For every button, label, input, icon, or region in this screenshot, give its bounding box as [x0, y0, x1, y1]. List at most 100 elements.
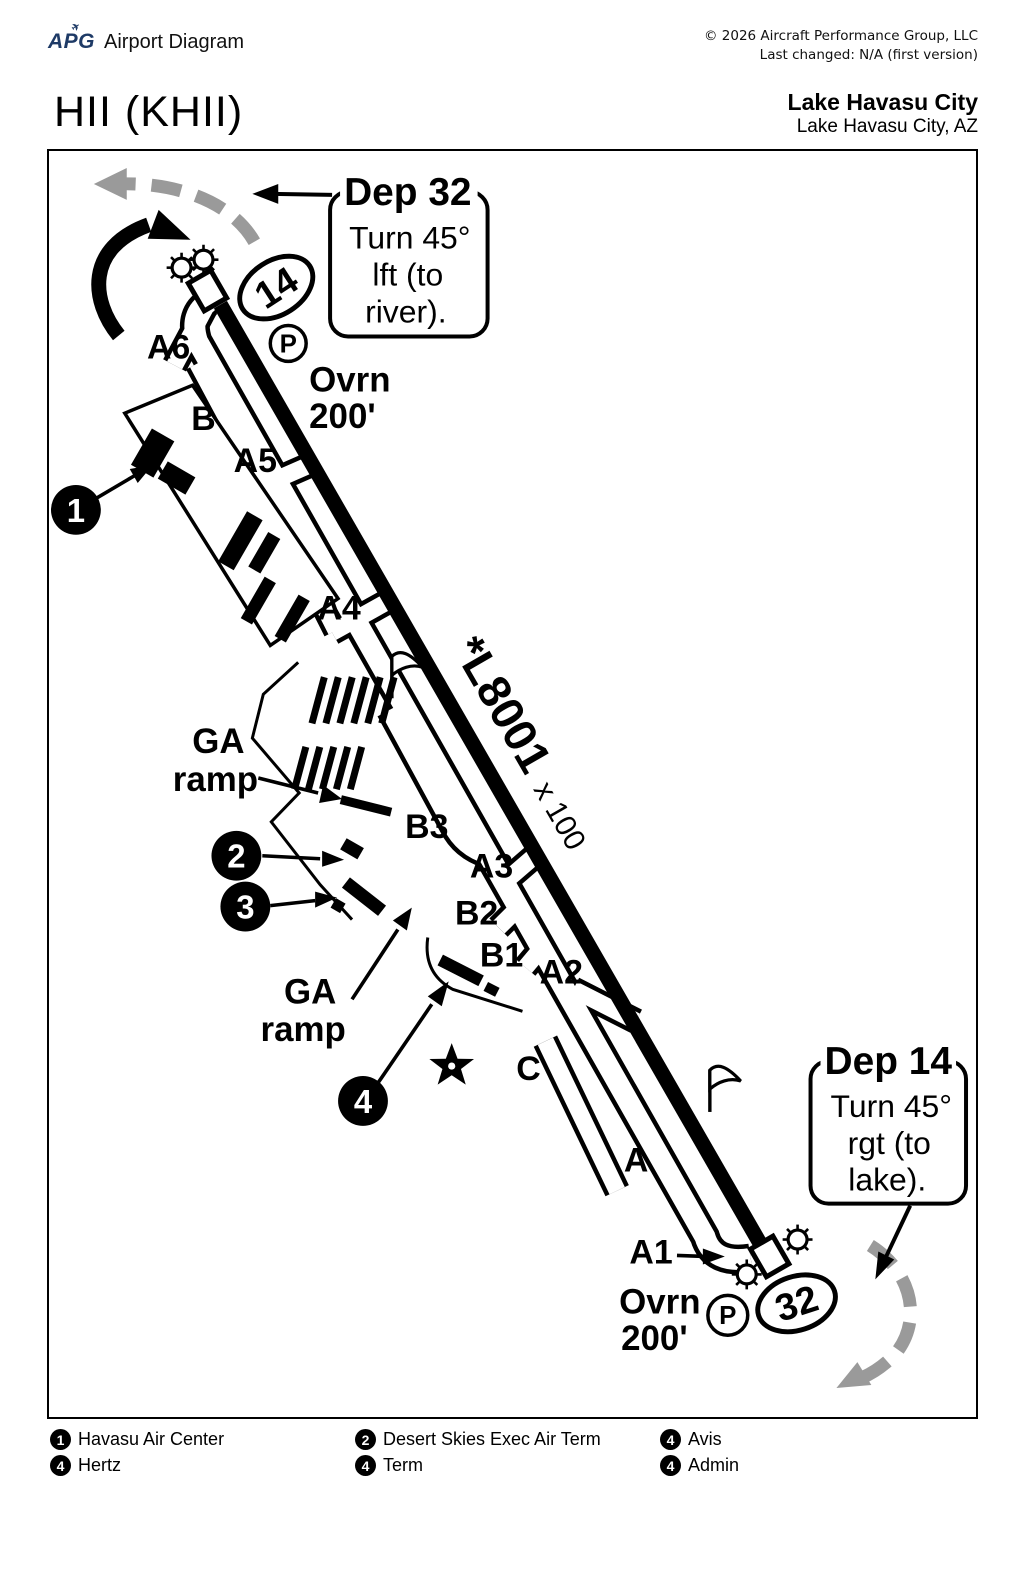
- dep-32-note: Dep 32 Turn 45° lft (to river).: [252, 169, 490, 339]
- pattern-arrow-top: [93, 167, 260, 246]
- legend-item-term: 4 Term: [355, 1455, 423, 1476]
- svg-text:Ovrn: Ovrn: [619, 1282, 700, 1321]
- svg-text:GA: GA: [192, 722, 244, 761]
- svg-text:Dep 32: Dep 32: [344, 171, 471, 214]
- pattern-entry-arrow: [91, 209, 191, 341]
- legend-label: Term: [383, 1455, 423, 1475]
- legend-label: Havasu Air Center: [78, 1429, 225, 1449]
- header: APG✈ Airport Diagram: [48, 20, 245, 54]
- svg-text:river).: river).: [365, 293, 446, 329]
- taxiway-label-a2: A2: [540, 953, 583, 991]
- overrun-label-32: Ovrn 200': [619, 1282, 700, 1358]
- runway-32-oval: 32: [755, 1272, 838, 1335]
- runway-threshold-14: [184, 266, 231, 315]
- buildings: [130, 428, 500, 997]
- beacon-star-icon: [429, 1043, 475, 1085]
- svg-text:Ovrn: Ovrn: [309, 360, 390, 399]
- legend-item-havasu-air-center: 1 Havasu Air Center: [50, 1429, 224, 1450]
- svg-text:2: 2: [227, 838, 245, 875]
- taxiway-label-c: C: [516, 1050, 540, 1088]
- marker-3: 3: [220, 881, 338, 932]
- svg-text:200': 200': [309, 397, 375, 436]
- taxiway-label-b1: B1: [480, 936, 523, 974]
- svg-text:200': 200': [621, 1319, 687, 1358]
- svg-text:P: P: [280, 330, 297, 358]
- ga-ramp-label-lower: GA ramp: [261, 907, 412, 1049]
- overrun-label-14: Ovrn 200': [309, 360, 390, 436]
- pattern-arrowhead-top: [93, 167, 127, 200]
- windsock-flag-icon: [708, 1064, 743, 1114]
- taxiway-labels: A6 B A5 A4 B3 A3 B2 B1 A2 C A A1: [147, 328, 673, 1271]
- svg-text:4: 4: [354, 1083, 373, 1120]
- svg-text:rgt (to: rgt (to: [848, 1125, 931, 1161]
- taxiway-label-a4: A4: [317, 590, 360, 628]
- marker-2: 2: [211, 830, 345, 881]
- legend-marker-4: 4: [355, 1455, 376, 1476]
- legend-marker-1: 1: [50, 1429, 71, 1450]
- light-symbol-icon: [730, 1257, 764, 1291]
- svg-text:ramp: ramp: [173, 760, 258, 799]
- diagram-frame: 14 32 P P *L8001 x 100 Ovrn 200' Ovrn 20…: [47, 149, 978, 1419]
- ga-ramp-outline: [250, 661, 354, 921]
- svg-text:Dep 14: Dep 14: [825, 1040, 953, 1083]
- dep-14-arrowhead: [875, 1251, 895, 1280]
- taxiway-label-b3: B3: [405, 808, 448, 846]
- legend-label: Hertz: [78, 1455, 122, 1475]
- svg-text:Turn 45°: Turn 45°: [831, 1088, 952, 1124]
- parking-symbol-top: P: [268, 323, 308, 364]
- pattern-arrow-bottom: [836, 1240, 917, 1389]
- legend-item-hertz: 4 Hertz: [50, 1455, 121, 1476]
- product-title: Airport Diagram: [104, 31, 245, 53]
- runway-threshold-32: [747, 1232, 793, 1281]
- taxiway-label-a: A: [624, 1142, 648, 1180]
- light-symbol-icon: [186, 243, 221, 277]
- airport-city-state: Lake Havasu City, AZ: [796, 116, 978, 137]
- ga-ramp-label-upper: GA ramp: [173, 722, 343, 803]
- legend-marker-2: 2: [355, 1429, 376, 1450]
- legend-item-admin: 4 Admin: [660, 1455, 739, 1476]
- taxiway-label-a6: A6: [147, 328, 190, 366]
- svg-text:GA: GA: [284, 972, 336, 1011]
- copyright-line: © 2026 Aircraft Performance Group, LLC: [703, 28, 978, 44]
- apg-logo: APG✈: [48, 20, 96, 53]
- parking-symbol-bottom: P: [706, 1293, 750, 1337]
- pattern-arrowhead-bottom: [836, 1362, 872, 1389]
- svg-text:lake).: lake).: [848, 1162, 926, 1198]
- airport-name: Lake Havasu City: [787, 89, 978, 115]
- a1-pointer: [676, 1248, 725, 1265]
- dep-32-arrowhead: [252, 183, 279, 204]
- taxiway-label-a5: A5: [234, 442, 277, 480]
- legend-marker-4: 4: [660, 1455, 681, 1476]
- terminal-ramp-outline: [425, 937, 523, 1013]
- main-apron-outline: [122, 383, 341, 648]
- airport-diagram-svg: 14 32 P P *L8001 x 100 Ovrn 200' Ovrn 20…: [50, 167, 969, 1389]
- runway-14-oval: 14: [237, 253, 316, 322]
- dep-14-note: Dep 14 Turn 45° rgt (to lake).: [808, 1039, 969, 1280]
- legend-marker-4: 4: [660, 1429, 681, 1450]
- light-symbol-icon: [165, 251, 199, 285]
- airport-name-block: Lake Havasu City Lake Havasu City, AZ: [788, 89, 978, 138]
- airport-identifier: HII (KHII): [54, 88, 244, 136]
- legend-label: Avis: [688, 1429, 722, 1449]
- svg-text:3: 3: [236, 889, 254, 926]
- svg-text:1: 1: [67, 492, 85, 529]
- marker-4: 4: [338, 981, 449, 1126]
- marker-1: 1: [50, 465, 153, 535]
- taxiway-label-b2: B2: [455, 895, 498, 933]
- last-changed-line: Last changed: N/A (first version): [759, 47, 978, 63]
- ga-ramp-pointer-upper: [319, 784, 343, 803]
- legend-marker-4: 4: [50, 1455, 71, 1476]
- legend-item-avis: 4 Avis: [660, 1429, 722, 1450]
- taxiway-label-a1: A1: [629, 1233, 672, 1271]
- legend-item-desert-skies: 2 Desert Skies Exec Air Term: [355, 1429, 601, 1450]
- svg-text:ramp: ramp: [261, 1010, 346, 1049]
- copyright-block: © 2026 Aircraft Performance Group, LLC L…: [704, 27, 978, 65]
- svg-text:Turn 45°: Turn 45°: [349, 220, 470, 256]
- light-symbol-icon: [781, 1222, 815, 1257]
- svg-text:P: P: [719, 1302, 736, 1330]
- runway-14-32: [213, 300, 768, 1249]
- ga-ramp-pointer-lower: [392, 907, 412, 931]
- taxiway-label-a3: A3: [470, 848, 513, 886]
- taxiway-label-b: B: [191, 400, 215, 438]
- legend-label: Admin: [688, 1455, 740, 1475]
